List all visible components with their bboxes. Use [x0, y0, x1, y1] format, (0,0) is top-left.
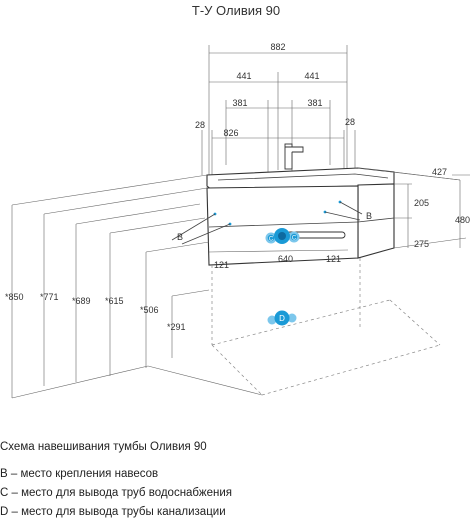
height-dimensions: *850 *771 *689 *615 *506 *291 [5, 174, 210, 398]
installation-diagram: Т-У Оливия 90 882 441 441 381 381 826 28… [5, 3, 470, 399]
lower-dimensions: 121 640 121 [208, 249, 349, 270]
marker-d: D [279, 314, 285, 323]
legend: Схема навешивания тумбы Оливия 90 B – ме… [0, 438, 472, 522]
drain-marker: D [267, 310, 297, 326]
dim-882: 882 [270, 42, 285, 52]
diagram-title: Т-У Оливия 90 [192, 3, 280, 18]
dim-689: *689 [72, 296, 91, 306]
marker-c-right: C [292, 236, 297, 242]
dim-28-right: 28 [345, 117, 355, 127]
hanger-markers: B B [171, 200, 372, 245]
dim-441-left: 441 [236, 71, 251, 81]
marker-b-right: B [366, 211, 372, 221]
vanity-cabinet [206, 167, 395, 266]
dim-291: *291 [167, 322, 186, 332]
water-supply-markers: C C [265, 228, 300, 244]
dim-121-left: 121 [214, 260, 229, 270]
dim-506: *506 [140, 305, 159, 315]
dim-427: 427 [432, 167, 447, 177]
dim-28-left: 28 [195, 120, 205, 130]
dim-826: 826 [223, 128, 238, 138]
legend-item-d: D – место для вывода трубы канализации [0, 506, 226, 518]
right-dimensions: 427 205 275 480 [357, 167, 470, 249]
dim-771: *771 [40, 292, 59, 302]
legend-item-b: B – место крепления навесов [0, 468, 159, 480]
dim-640: 640 [278, 254, 293, 264]
dim-850: *850 [5, 292, 24, 302]
legend-caption: Схема навешивания тумбы Оливия 90 [0, 441, 207, 453]
dim-441-right: 441 [304, 71, 319, 81]
dim-381-left: 381 [232, 98, 247, 108]
faucet-icon [284, 143, 304, 170]
dim-480: 480 [455, 215, 470, 225]
dim-381-right: 381 [307, 98, 322, 108]
dim-121-right: 121 [326, 254, 341, 264]
legend-item-c: C – место для вывода труб водоснабжения [0, 487, 232, 499]
floor-plane [11, 258, 441, 399]
top-dimensions: 882 441 441 381 381 826 28 28 [195, 42, 356, 240]
marker-b-left: B [177, 232, 183, 242]
dim-205: 205 [414, 198, 429, 208]
marker-c-left: C [269, 237, 274, 243]
dim-615: *615 [105, 296, 124, 306]
